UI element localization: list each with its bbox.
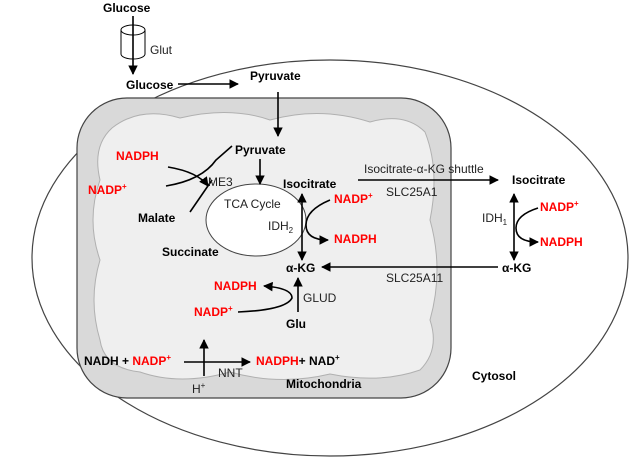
arrow-glud-cofactor bbox=[237, 281, 293, 313]
nadph-me3-label: NADPH bbox=[116, 149, 159, 163]
pyruvate-mito-label: Pyruvate bbox=[235, 143, 286, 157]
akg-mito-label: α-KG bbox=[286, 261, 315, 275]
cytosol-label: Cytosol bbox=[472, 369, 516, 383]
arrow-idh1-cofactor bbox=[515, 207, 539, 247]
arrow-me3-cofactor bbox=[167, 166, 209, 187]
nadp-idh1-label: NADP+ bbox=[540, 199, 579, 214]
h-plus-label: H+ bbox=[192, 381, 206, 396]
slc25a11-label: SLC25A11 bbox=[386, 271, 443, 285]
nadph-idh2-label: NADPH bbox=[334, 232, 377, 246]
mitochondria-label: Mitochondria bbox=[286, 377, 362, 391]
akg-cytosol-label: α-KG bbox=[502, 261, 531, 275]
nnt-reaction-left: NADH + NADP+ bbox=[84, 353, 171, 368]
me3-label: ME3 bbox=[208, 175, 233, 189]
idh1-label: IDH1 bbox=[482, 211, 508, 227]
nadp-me3-label: NADP+ bbox=[88, 182, 127, 197]
glud-label: GLUD bbox=[303, 291, 337, 305]
succinate-label: Succinate bbox=[162, 245, 219, 259]
nadp-glud-label: NADP+ bbox=[194, 304, 233, 319]
pyruvate-cytosol-label: Pyruvate bbox=[250, 69, 301, 83]
arrow-malate bbox=[189, 179, 213, 213]
glucose-cytosol-label: Glucose bbox=[126, 78, 174, 92]
glucose-extracellular-label: Glucose bbox=[103, 1, 151, 15]
nadp-idh2-label: NADP+ bbox=[334, 191, 373, 206]
shuttle-label: Isocitrate-α-KG shuttle bbox=[364, 162, 484, 176]
nadph-glud-label: NADPH bbox=[214, 279, 257, 293]
nnt-reaction-right: NADPH+ NAD+ bbox=[256, 353, 340, 368]
tca-cycle-circle bbox=[205, 183, 307, 257]
tca-cycle-label: TCA Cycle bbox=[224, 197, 281, 211]
arrow-me3 bbox=[165, 145, 233, 187]
nadph-idh1-label: NADPH bbox=[540, 235, 583, 249]
isocitrate-cytosol-label: Isocitrate bbox=[512, 173, 566, 187]
arrow-idh2-cofactor bbox=[305, 199, 331, 245]
glut-label: Glut bbox=[150, 43, 173, 57]
isocitrate-mito-label: Isocitrate bbox=[283, 177, 337, 191]
idh2-label: IDH2 bbox=[268, 219, 294, 235]
malate-label: Malate bbox=[138, 211, 176, 225]
nnt-label: NNT bbox=[218, 366, 243, 380]
glu-label: Glu bbox=[286, 317, 306, 331]
slc25a1-label: SLC25A1 bbox=[386, 185, 438, 199]
